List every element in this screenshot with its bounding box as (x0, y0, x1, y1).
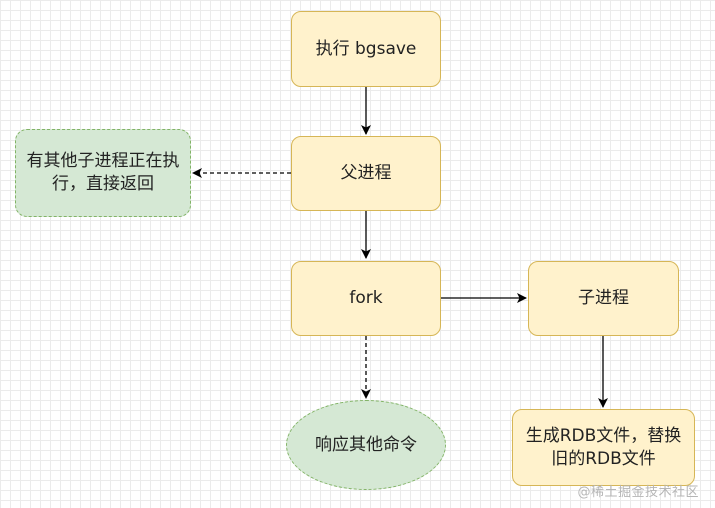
parent-process-label: 父进程 (340, 163, 392, 184)
parent-process-node: 父进程 (291, 136, 441, 211)
other-child-label: 有其他子进程正在执行，直接返回 (26, 151, 180, 194)
generate-rdb-node: 生成RDB文件，替换旧的RDB文件 (512, 409, 695, 486)
child-process-node: 子进程 (528, 261, 679, 336)
other-child-note: 有其他子进程正在执行，直接返回 (15, 129, 191, 217)
respond-other-commands-node: 响应其他命令 (286, 400, 446, 490)
execute-bgsave-label: 执行 bgsave (315, 38, 417, 59)
execute-bgsave-node: 执行 bgsave (291, 11, 441, 87)
generate-rdb-label: 生成RDB文件，替换旧的RDB文件 (525, 425, 682, 469)
fork-node: fork (291, 261, 441, 336)
watermark: @稀土掘金技术社区 (577, 485, 699, 500)
child-process-label: 子进程 (578, 288, 629, 309)
respond-other-commands-label: 响应其他命令 (315, 434, 417, 455)
fork-label: fork (349, 288, 383, 309)
